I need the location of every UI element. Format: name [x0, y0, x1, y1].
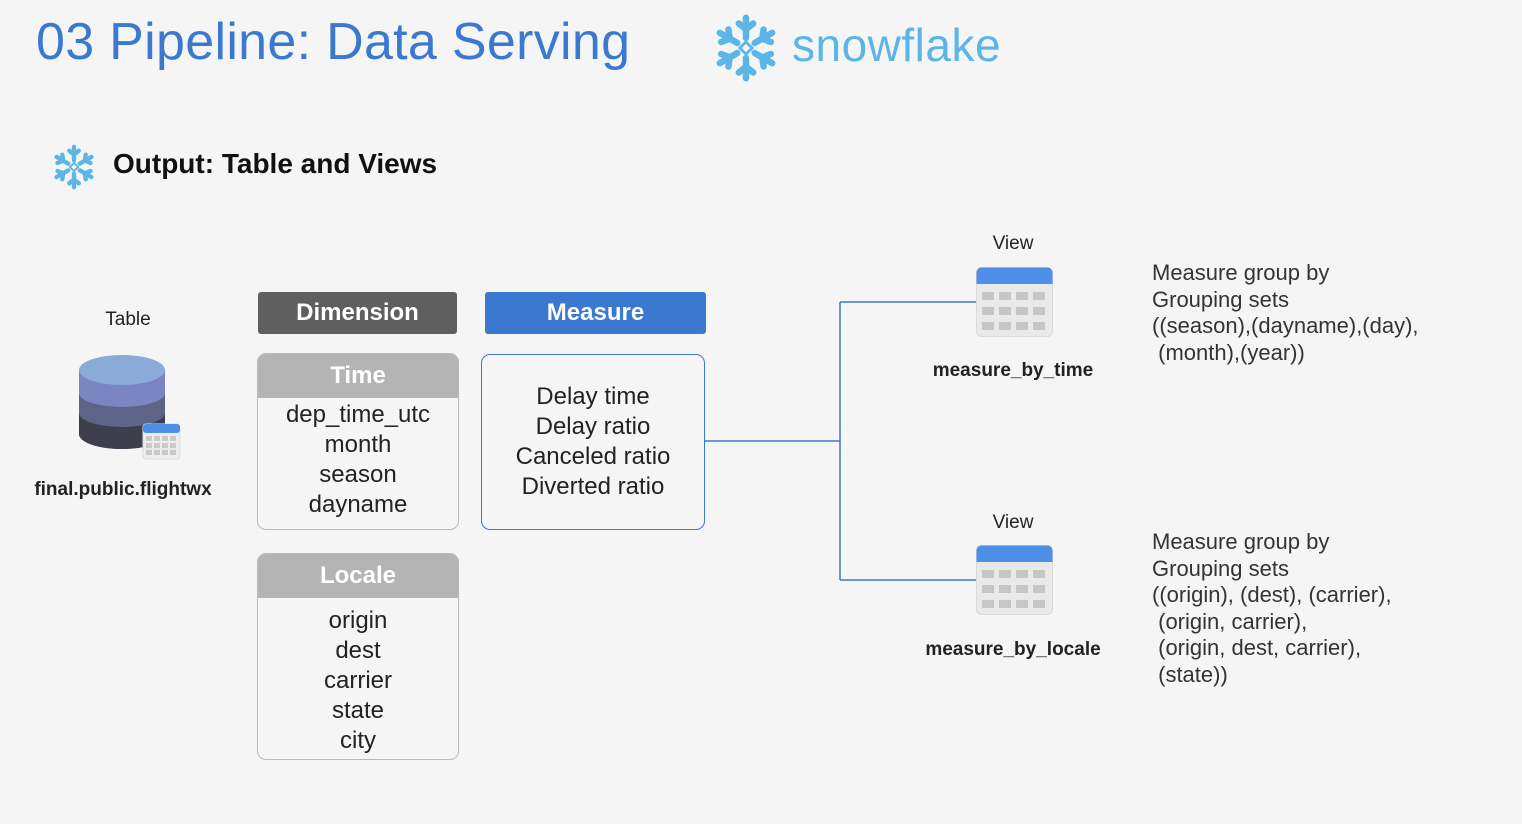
dimension-item: origin	[328, 607, 388, 634]
measure-box: Delay time Delay ratio Canceled ratio Di…	[481, 354, 705, 530]
dimension-item: dayname	[308, 491, 408, 518]
view-type-label: View	[992, 512, 1034, 533]
view-name: measure_by_time	[932, 360, 1094, 381]
group-title: Time	[258, 354, 458, 398]
dimension-list: origin dest carrier state city	[258, 598, 458, 756]
measure-header: Measure	[485, 292, 706, 334]
measure-list: Delay time Delay ratio Canceled ratio Di…	[516, 382, 671, 502]
snowflake-icon	[54, 144, 94, 190]
page-title: 03 Pipeline: Data Serving	[36, 13, 631, 71]
table-type-label: Table	[105, 309, 151, 330]
dimension-item: carrier	[323, 667, 392, 694]
table-name: final.public.flightwx	[34, 479, 212, 500]
dimension-item: state	[331, 697, 385, 724]
group-title: Locale	[258, 554, 458, 598]
database-icon	[79, 355, 181, 460]
dimension-item: dep_time_utc	[285, 401, 431, 428]
dimension-header: Dimension	[258, 292, 457, 334]
snowflake-logo-icon	[716, 14, 776, 82]
dimension-item: dest	[335, 637, 381, 664]
view-table-icon	[976, 545, 1053, 615]
measure-item: Delay ratio	[535, 413, 651, 440]
section-title: Output: Table and Views	[113, 148, 438, 179]
measure-item: Canceled ratio	[515, 443, 671, 470]
view-description: Measure group by Grouping sets ((season)…	[1152, 260, 1419, 365]
dimension-item: city	[340, 727, 376, 754]
brand-name: snowflake	[792, 19, 1002, 71]
view-description: Measure group by Grouping sets ((origin)…	[1152, 529, 1392, 687]
dimension-group-time: Time dep_time_utc month season dayname	[257, 353, 459, 530]
measure-item: Delay time	[536, 383, 650, 410]
dimension-group-locale: Locale origin dest carrier state city	[257, 553, 459, 760]
view-name: measure_by_locale	[925, 639, 1101, 660]
measure-item: Diverted ratio	[521, 473, 665, 500]
dimension-list: dep_time_utc month season dayname	[258, 398, 458, 520]
dimension-item: season	[319, 461, 397, 488]
view-type-label: View	[992, 233, 1034, 254]
view-table-icon	[976, 267, 1053, 337]
dimension-item: month	[324, 431, 392, 458]
